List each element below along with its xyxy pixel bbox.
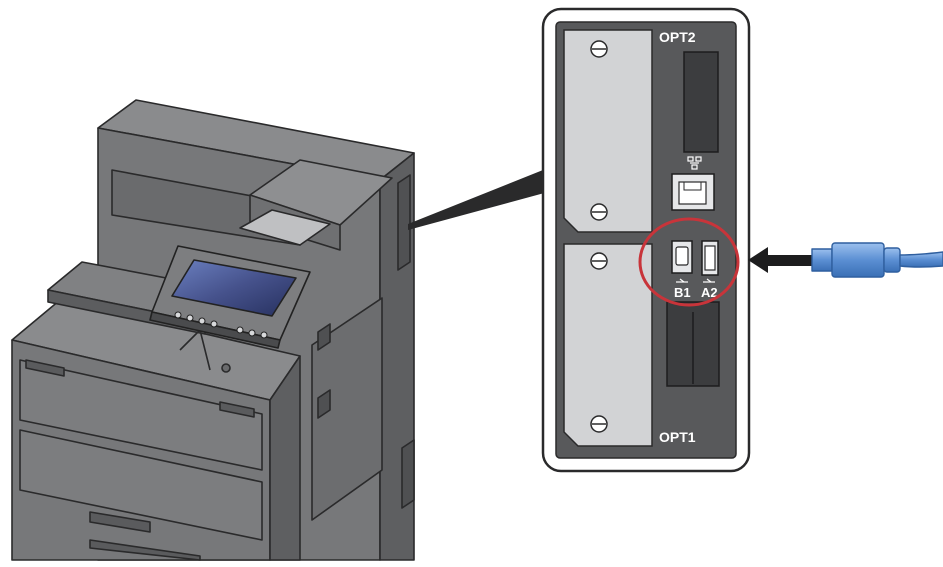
panel-key	[248, 329, 256, 337]
rear-latch	[401, 439, 415, 509]
usb-highlight-ring	[638, 217, 740, 307]
panel-key	[186, 314, 194, 322]
panel-key	[210, 320, 218, 328]
drawer-handle-1	[25, 359, 65, 377]
opt2-slot-cover	[563, 29, 653, 233]
operation-panel	[149, 245, 311, 349]
panel-key	[260, 331, 268, 339]
side-door	[311, 297, 383, 521]
usb-plug-grip	[883, 247, 901, 273]
opt1-slot-cover	[563, 243, 653, 447]
drawer-handle-2	[219, 401, 255, 418]
side-door-latch-2	[317, 389, 331, 419]
panel-key	[198, 317, 206, 325]
expansion-slot-upper	[683, 51, 719, 153]
usb-plug-tip	[811, 248, 833, 272]
usb-cable	[811, 242, 943, 278]
opt1-label: OPT1	[659, 429, 696, 445]
scanner-window	[239, 209, 331, 246]
screw-icon	[590, 40, 608, 221]
drawer-1	[19, 359, 263, 471]
usb-b1-label: B1	[674, 285, 691, 300]
network-port-socket	[678, 181, 707, 205]
panel-key	[174, 311, 182, 319]
usb-plug-body	[831, 242, 885, 278]
network-icon	[687, 156, 702, 170]
arrow-icon	[748, 247, 812, 273]
opt2-label: OPT2	[659, 29, 696, 45]
network-port-tab	[683, 182, 702, 191]
drawer-2	[19, 429, 263, 541]
callout-wedge	[408, 168, 548, 230]
screw-icon	[590, 252, 608, 433]
usb-cable-wire	[899, 251, 943, 268]
usb-b-socket	[675, 246, 689, 266]
touch-screen	[171, 259, 297, 317]
drawer-slot-2	[89, 539, 201, 561]
printer-base-side	[269, 355, 301, 561]
side-vent	[397, 174, 411, 271]
usb-a-socket	[704, 245, 716, 271]
connector-panel-callout: OPT2 OPT1 B1 A2	[541, 7, 751, 473]
panel-buttons	[174, 311, 268, 339]
drawer-slot	[89, 511, 151, 533]
usb-icon	[676, 278, 715, 283]
side-door-latch-1	[317, 323, 331, 351]
insert-arrow	[748, 247, 812, 273]
usb-a2-label: A2	[701, 285, 718, 300]
panel-key	[236, 326, 244, 334]
printer	[11, 99, 415, 561]
power-button	[221, 363, 231, 373]
